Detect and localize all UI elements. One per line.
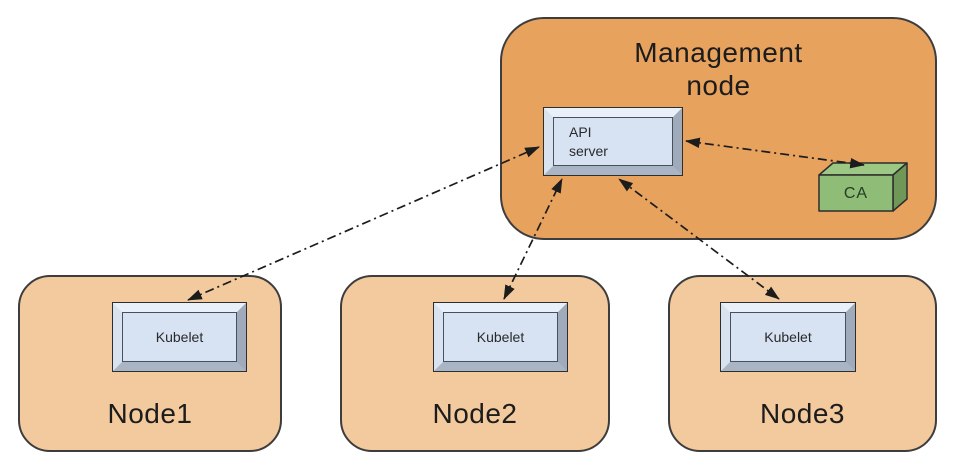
kubelet-box-node3-bevel <box>721 303 855 371</box>
kubelet-node2-label: Kubelet <box>443 312 558 362</box>
management-node-label: Management node <box>500 36 937 102</box>
api-server-box-face: API server <box>553 117 673 166</box>
management-node-label-text: Management node <box>634 37 803 101</box>
node-3-label: Node3 <box>759 398 845 429</box>
ca-label: CA <box>843 184 869 202</box>
api-server-label: API server <box>569 123 608 159</box>
api-server-box: API server <box>543 107 683 176</box>
kubelet-box-node3: Kubelet <box>720 302 856 372</box>
node-1-label: Node1 <box>107 398 193 429</box>
node-2-label: Node2 <box>432 398 518 429</box>
api-server-box-bevel <box>544 108 682 175</box>
kubelet-box-node2: Kubelet <box>433 302 568 372</box>
kubelet-box-node1: Kubelet <box>112 302 247 372</box>
kubelet-node3-label: Kubelet <box>730 312 846 362</box>
kubelet-node1-label: Kubelet <box>122 312 237 362</box>
kubelet-box-node1-bevel <box>113 303 246 371</box>
kubelet-box-node2-bevel <box>434 303 567 371</box>
